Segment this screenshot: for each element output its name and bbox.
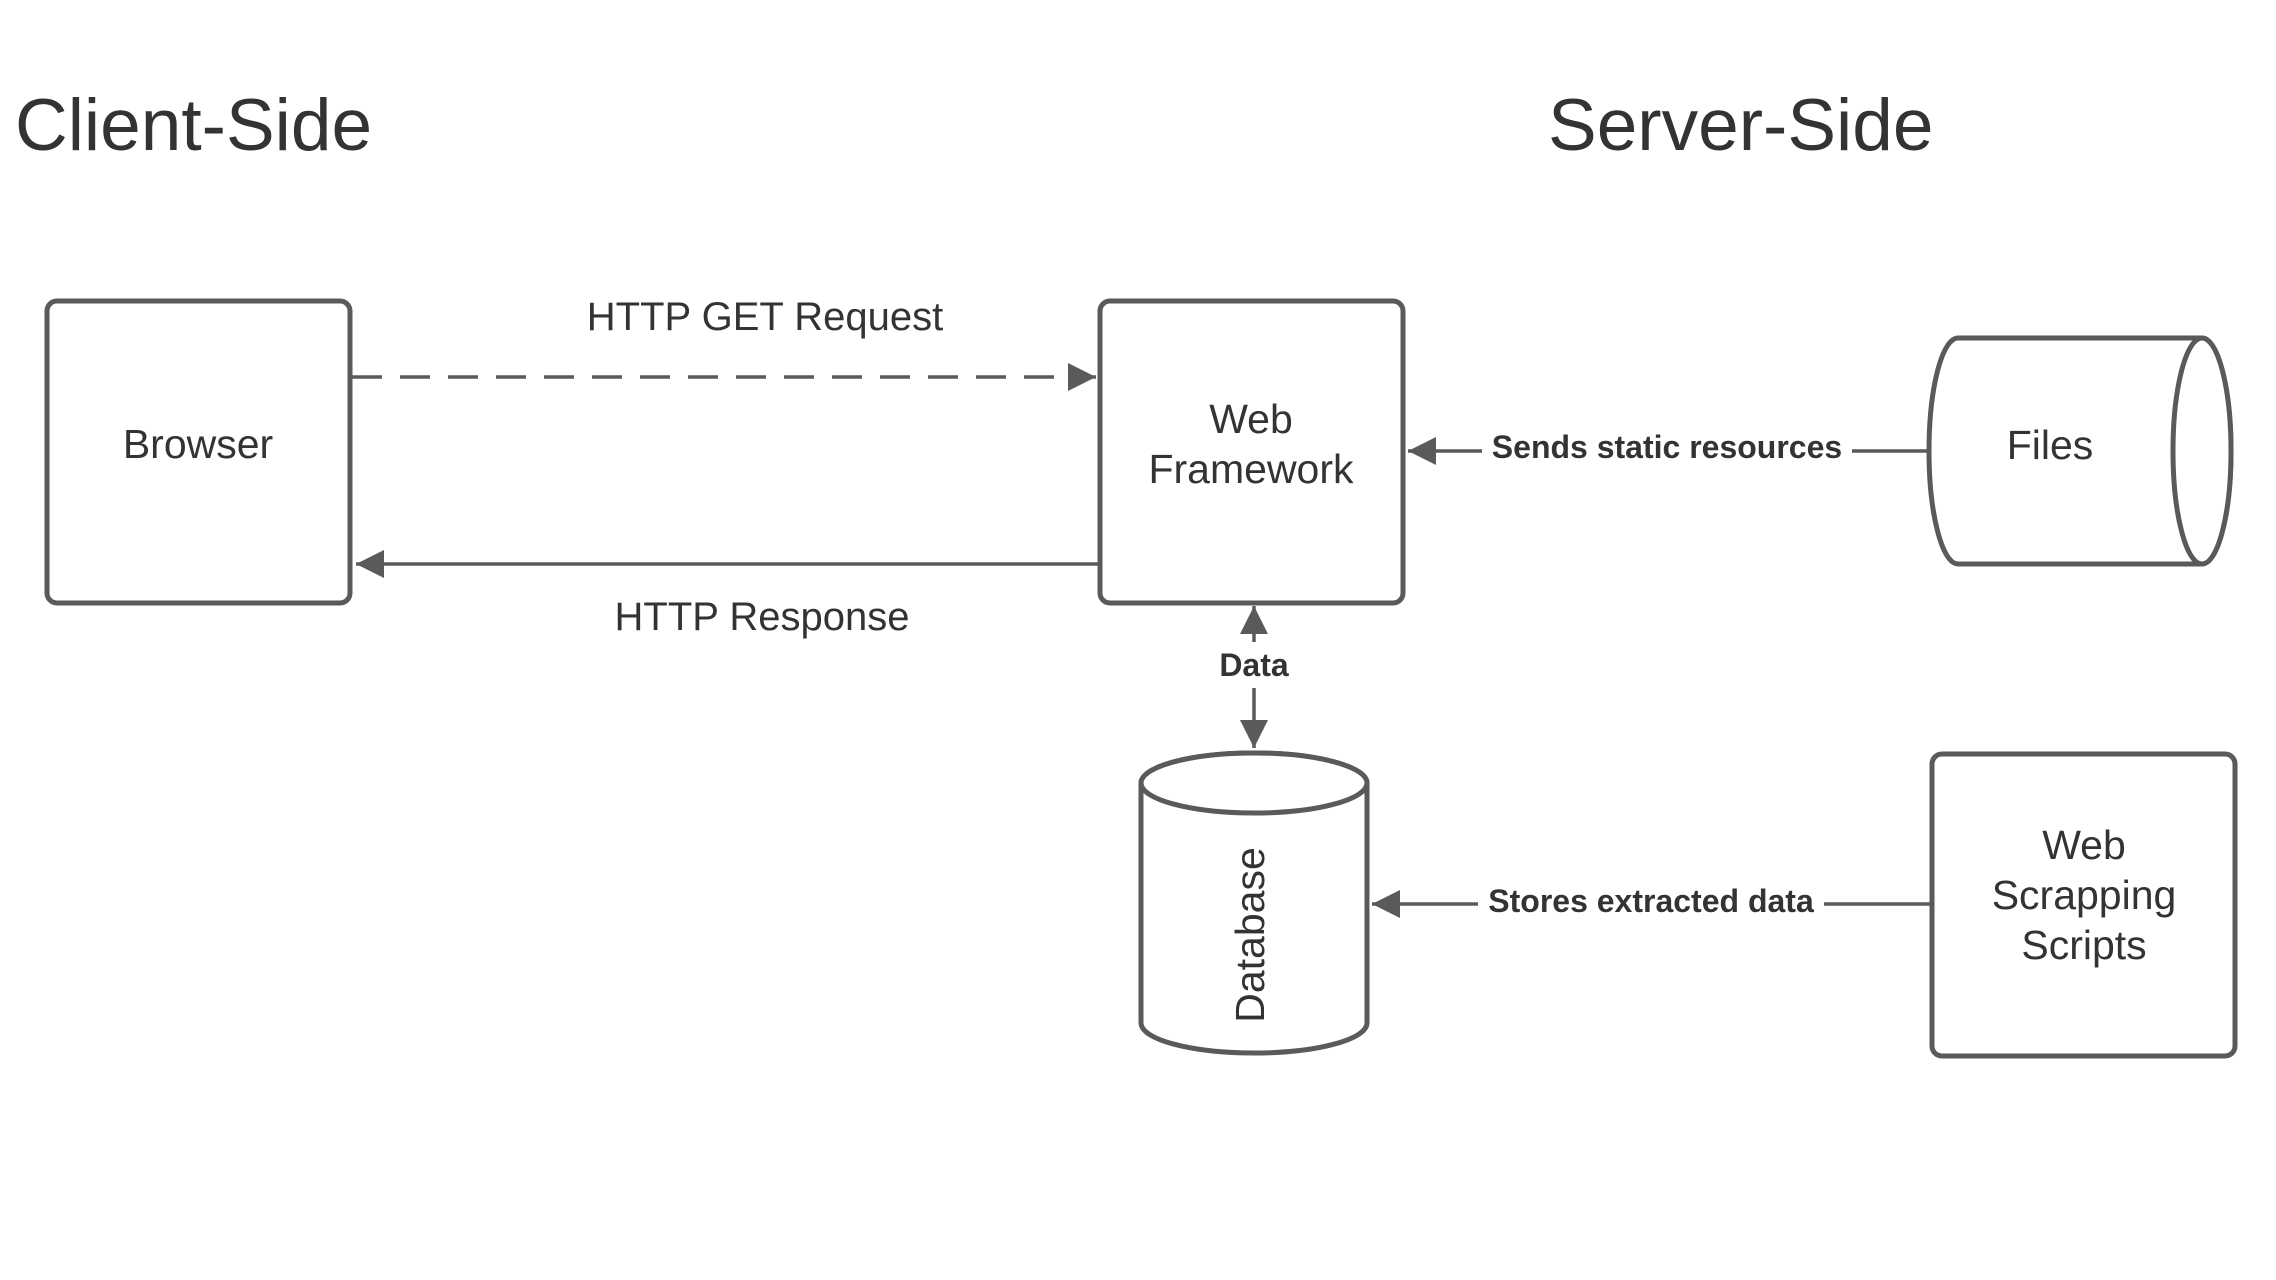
node-label-web-scrapping-scripts-line-3: Scripts	[2021, 922, 2146, 968]
edge-http-response: HTTP Response	[356, 550, 1100, 639]
node-label-web-scrapping-scripts-line-2: Scrapping	[1992, 872, 2177, 918]
node-web-scrapping-scripts: Web Scrapping Scripts	[1929, 751, 2238, 1059]
node-label-web-scrapping-scripts-line-1: Web	[2042, 822, 2126, 868]
node-web-framework: Web Framework	[1097, 298, 1406, 606]
node-label-files: Files	[2007, 422, 2094, 468]
client-side-heading: Client-Side	[15, 85, 372, 166]
node-label-database: Database	[1227, 847, 1273, 1023]
edge-stores-extracted-data: Stores extracted data	[1372, 877, 1932, 927]
server-side-heading: Server-Side	[1548, 85, 1933, 166]
node-label-web-framework-line-1: Web	[1209, 396, 1293, 442]
edge-label-stores-extracted-data: Stores extracted data	[1488, 883, 1814, 919]
edge-label-http-get-request: HTTP GET Request	[587, 295, 943, 339]
node-browser: Browser	[44, 298, 353, 606]
node-label-web-framework-line-2: Framework	[1148, 446, 1354, 492]
edge-label-data: Data	[1219, 647, 1289, 683]
edge-http-get-request: HTTP GET Request	[352, 295, 1096, 391]
node-label-browser: Browser	[123, 421, 273, 467]
node-files: Files	[1926, 335, 2234, 567]
edge-label-http-response: HTTP Response	[615, 595, 910, 639]
edge-sends-static-resources: Sends static resources	[1408, 424, 1928, 474]
edge-data: Data	[1212, 606, 1296, 748]
node-database: Database	[1138, 750, 1370, 1056]
edge-label-sends-static-resources: Sends static resources	[1492, 429, 1842, 465]
